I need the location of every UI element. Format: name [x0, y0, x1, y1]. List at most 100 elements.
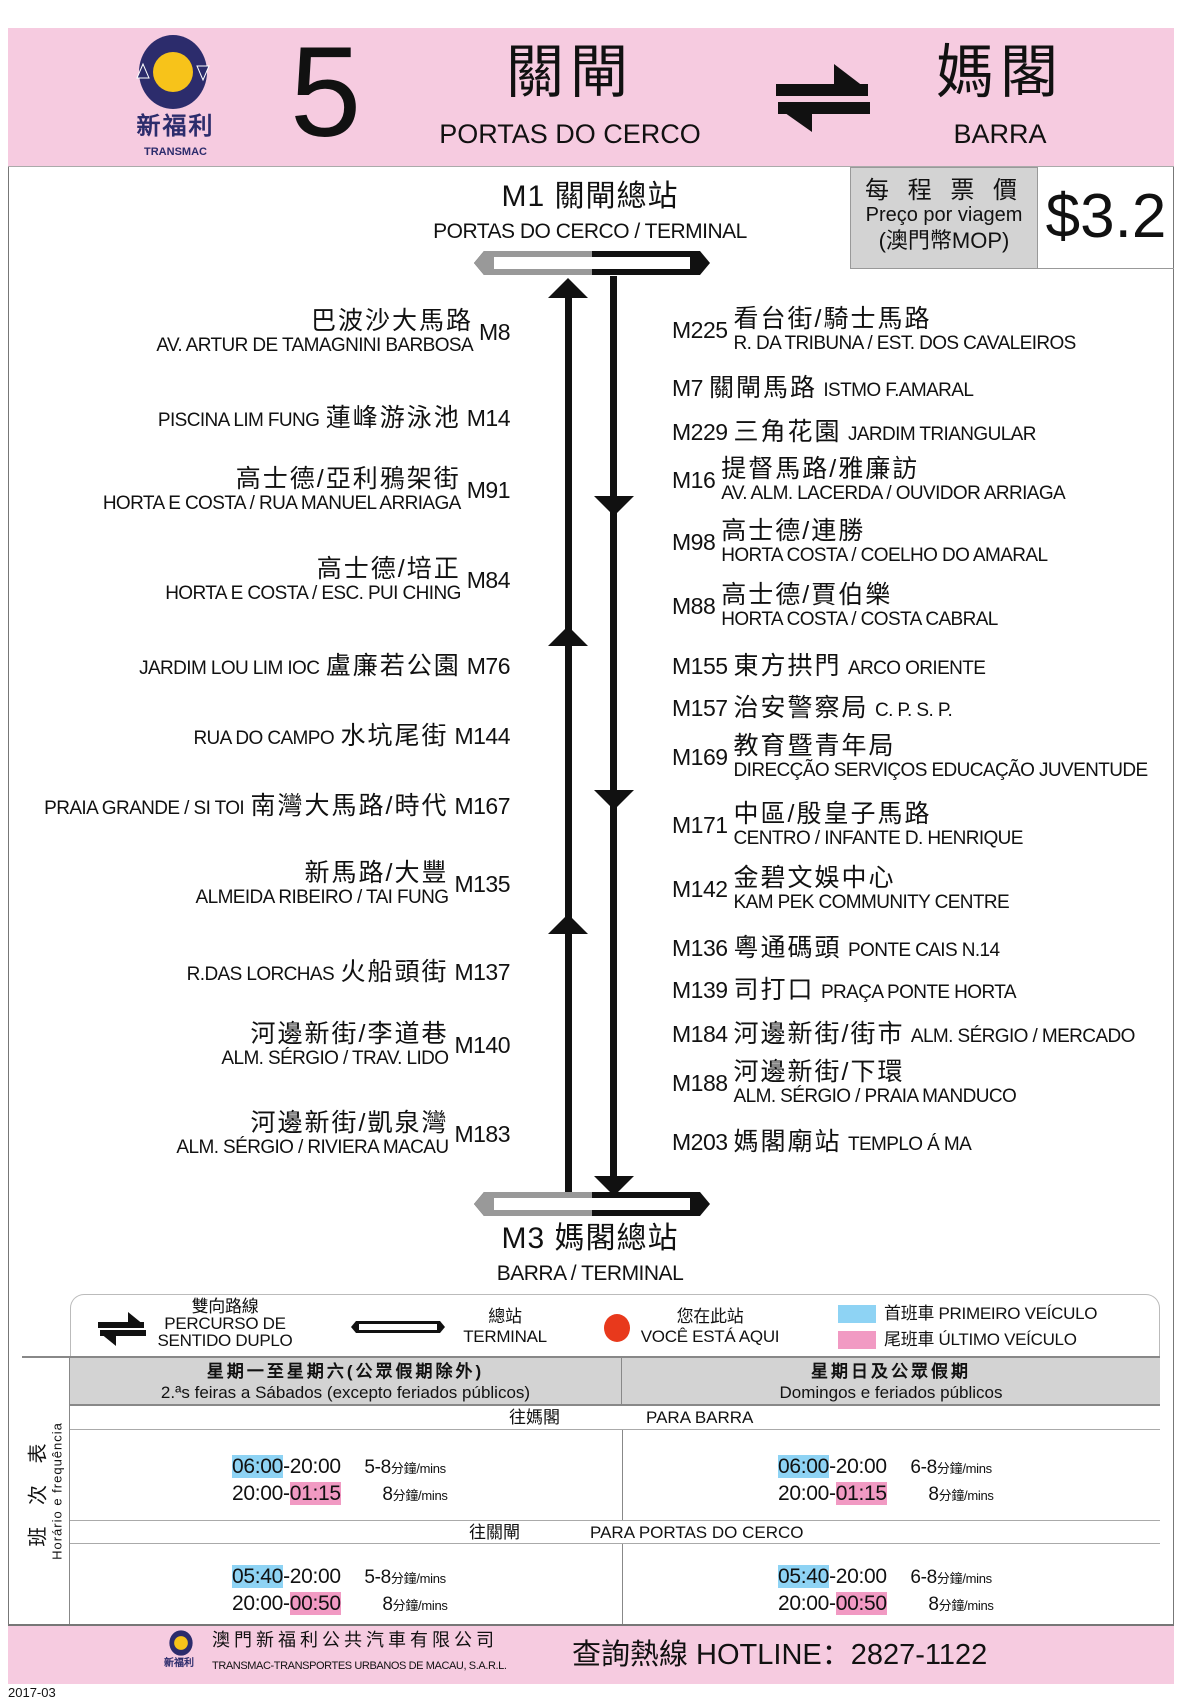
stop-name-pt: DIRECÇÃO SERVIÇOS EDUCAÇÃO JUVENTUDE: [733, 760, 1149, 781]
stop-name-pt: PRAIA GRANDE / SI TOI: [44, 798, 245, 819]
holiday-cn: 星期日及公眾假期: [811, 1362, 971, 1381]
stop-code: M183: [454, 1120, 510, 1147]
fare-currency: (澳門幣MOP): [878, 228, 1010, 253]
company-cn: 澳門新福利公共汽車有限公司: [212, 1630, 498, 1651]
frequency-unit: 分鐘/mins: [936, 1571, 992, 1586]
stop-name-pt: JARDIM TRIANGULAR: [847, 424, 1037, 445]
last-bus-time: 00:50: [289, 1592, 341, 1615]
stop-name-pt: ALM. SÉRGIO / MERCADO: [910, 1026, 1135, 1047]
period-start: 20:00-: [778, 1592, 836, 1615]
stop-name-pt: HORTA E COSTA / ESC. PUI CHING: [165, 583, 461, 604]
top-terminal-pt: PORTAS DO CERCO / TERMINAL: [433, 220, 747, 243]
frequency: 8: [382, 1594, 393, 1615]
stop-code: M184: [672, 1020, 728, 1047]
stop-name-pt: ALM. SÉRGIO / TRAV. LIDO: [221, 1048, 449, 1069]
frequency-unit: 分鐘/mins: [938, 1598, 994, 1613]
down-arrow-icon: [594, 1176, 634, 1196]
stop-code: M84: [466, 566, 511, 593]
last-bus-time: 00:50: [835, 1592, 887, 1615]
stop-name-cn: 看台街/騎士馬路: [733, 305, 932, 333]
route-header: [8, 28, 1174, 167]
destination-pt: BARRA: [953, 119, 1047, 149]
stop-name-pt: HORTA COSTA / COELHO DO AMARAL: [721, 545, 1048, 566]
legend: [70, 1294, 1160, 1356]
stop-name-pt: RUA DO CAMPO: [193, 728, 335, 749]
stop-code: M16: [672, 466, 716, 493]
fare-label-pt: Preço por viagem: [865, 204, 1023, 226]
timetable: 班 次 表 Horário e frequência 星期一至星期六(公眾假期除…: [22, 1356, 1160, 1624]
route-line-to-portas: [565, 282, 572, 1198]
dir2-cn: 往關閘: [469, 1523, 520, 1542]
stop-code: M139: [672, 976, 728, 1003]
last-bus-time: 01:15: [289, 1482, 341, 1505]
destination-cn: 媽閣: [935, 40, 1064, 105]
up-arrow-icon: [548, 914, 588, 934]
stop-code: M167: [454, 792, 510, 819]
route-number: 5: [290, 21, 362, 164]
legend-two-way-pt1: PERCURSO DE: [164, 1314, 286, 1333]
stop-name-pt: ALM. SÉRGIO / PRAIA MANDUCO: [733, 1086, 1017, 1107]
legend-two-way-cn: 雙向路線: [191, 1297, 259, 1316]
direction-portas-row: 往關閘 PARA PORTAS DO CERCO: [70, 1520, 1160, 1544]
first-bus-time: 05:40: [232, 1565, 284, 1588]
stop-name-cn: 河邊新街/凱泉灣: [250, 1109, 449, 1137]
schedule-cell-d1w: 06:00-20:00 5-8分鐘/mins 20:00-01:15 8分鐘/m…: [232, 1454, 448, 1508]
first-bus-swatch: [838, 1305, 876, 1323]
frequency: 5-8: [364, 1567, 391, 1588]
stop-name-cn: 高士德/亞利鴉架街: [235, 465, 461, 493]
period-end: -20:00: [829, 1455, 887, 1478]
stop-name-pt: ALMEIDA RIBEIRO / TAI FUNG: [195, 887, 450, 908]
frequency: 6-8: [910, 1457, 937, 1478]
stop-name-pt: KAM PEK COMMUNITY CENTRE: [733, 892, 1010, 913]
legend-two-way-pt2: SENTIDO DUPLO: [157, 1331, 293, 1350]
stop-name-pt: AV. ALM. LACERDA / OUVIDOR ARRIAGA: [721, 483, 1066, 504]
stop-name-cn: 高士德/培正: [316, 555, 461, 583]
stop-code: M144: [454, 722, 510, 749]
logo-chinese: 新福利: [136, 113, 215, 140]
stop-code: M7: [672, 374, 703, 401]
stop-code: M229: [672, 418, 728, 445]
origin-cn: 關閘: [505, 40, 634, 105]
legend-first-bus: 首班車 PRIMEIRO VEÍCULO: [884, 1304, 1098, 1323]
legend-here-cn: 您在此站: [676, 1307, 744, 1326]
fare-label-box: 每 程 票 價 Preço por viagem (澳門幣MOP): [850, 167, 1038, 269]
frequency: 6-8: [910, 1567, 937, 1588]
stop-name-pt: ISTMO F.AMARAL: [823, 380, 974, 401]
two-way-arrow-icon: [776, 64, 870, 132]
stop-name-cn: 提督馬路/雅廉訪: [721, 455, 920, 483]
bottom-terminal-pt: BARRA / TERMINAL: [496, 1262, 684, 1285]
terminal-bar-icon: [474, 1192, 710, 1216]
stop-name-cn: 蓮峰游泳池: [325, 404, 461, 432]
direction-barra-row: 往媽閣 PARA BARRA: [70, 1406, 1160, 1430]
stop-name-cn: 東方拱門: [733, 652, 842, 680]
stop-name-pt: C. P. S. P.: [874, 700, 953, 721]
stop-name-pt: HORTA E COSTA / RUA MANUEL ARRIAGA: [102, 493, 462, 514]
route-line-to-barra: [610, 276, 617, 1186]
frequency-unit: 分鐘/mins: [392, 1598, 448, 1613]
period-start: 20:00-: [232, 1482, 290, 1505]
last-bus-swatch: [838, 1331, 876, 1349]
stop-name-cn: 教育暨青年局: [733, 732, 896, 760]
stop-name-pt: PONTE CAIS N.14: [847, 940, 1000, 961]
legend-terminal-pt: TERMINAL: [463, 1327, 547, 1346]
stop-code: M76: [466, 652, 511, 679]
stop-name-cn: 中區/殷皇子馬路: [733, 800, 932, 828]
stop-code: M91: [466, 476, 511, 503]
origin-pt: PORTAS DO CERCO: [439, 119, 701, 149]
stop-code: M88: [672, 592, 716, 619]
company-pt: TRANSMAC-TRANSPORTES URBANOS DE MACAU, S…: [212, 1660, 507, 1672]
stop-name-cn: 高士德/賈伯樂: [721, 581, 893, 609]
weekday-cn: 星期一至星期六(公眾假期除外): [206, 1362, 485, 1381]
schedule-cell-d2h: 05:40-20:00 6-8分鐘/mins 20:00-00:50 8分鐘/m…: [778, 1564, 994, 1618]
